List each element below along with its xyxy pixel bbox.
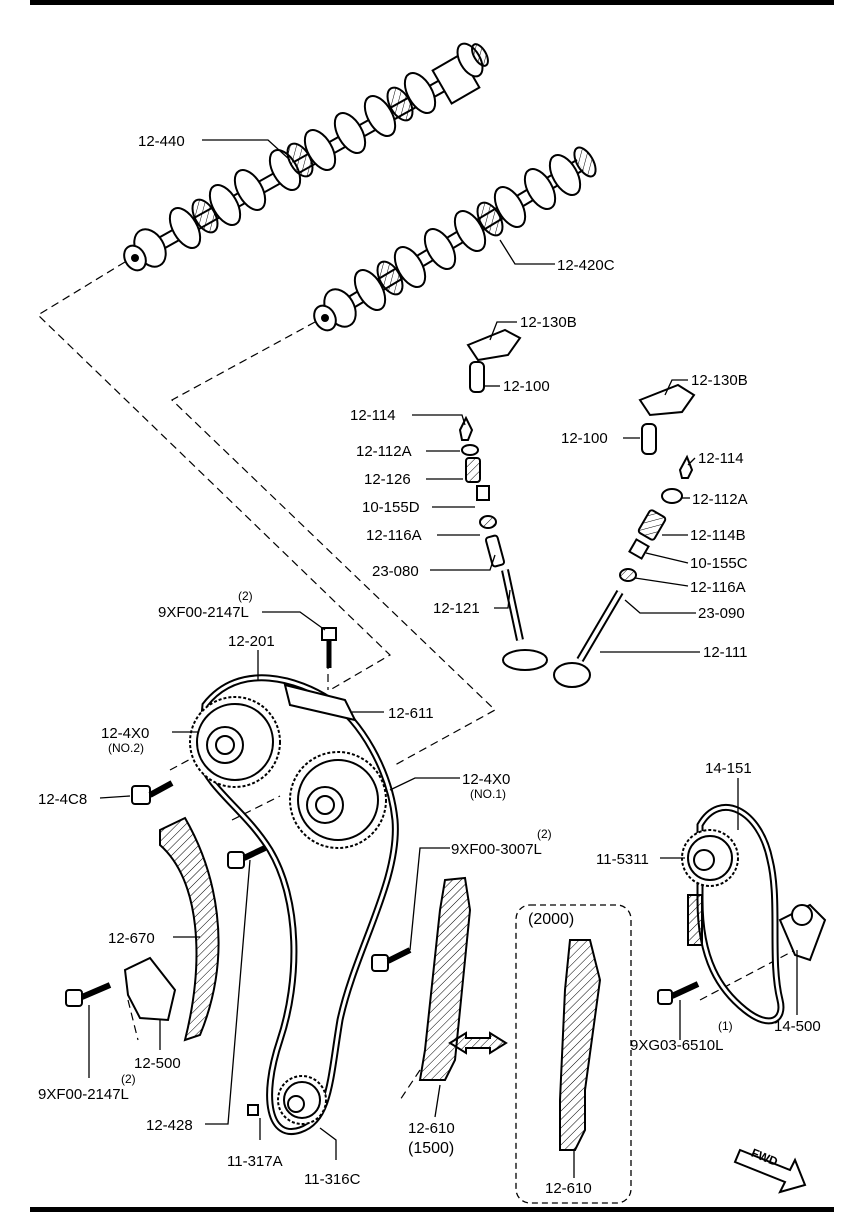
label-23-090: 23-090 <box>698 605 745 622</box>
label-9xf00-2147l-bot-qty: (2) <box>121 1072 136 1086</box>
label-12-116a-a: 12-116A <box>366 527 422 544</box>
label-no1: (NO.1) <box>470 787 506 801</box>
label-12-4x0-no2: 12-4X0 <box>101 725 149 742</box>
label-11-317a: 11-317A <box>227 1153 283 1170</box>
label-23-080: 23-080 <box>372 563 419 580</box>
camshaft-12-420c-drawing <box>313 146 597 332</box>
label-12-114-a: 12-114 <box>350 407 396 424</box>
label-9xf00-2147l-bot: 9XF00-2147L <box>38 1086 129 1103</box>
bottom-border <box>30 1207 834 1212</box>
label-9xg03-6510l-qty: (1) <box>718 1019 733 1033</box>
variant-2000-box <box>515 904 632 1204</box>
label-10-155c: 10-155C <box>690 555 748 572</box>
label-12-100-b: 12-100 <box>561 430 608 447</box>
label-2000: (2000) <box>528 911 574 928</box>
valvetrain-right-drawing <box>553 383 696 688</box>
leader-lines <box>88 139 798 1178</box>
fwd-arrow: FWD <box>733 1146 807 1194</box>
label-12-4c8: 12-4C8 <box>38 791 87 808</box>
label-12-112a-b: 12-112A <box>692 491 748 508</box>
label-12-130b-b: 12-130B <box>691 372 748 389</box>
label-12-112a-a: 12-112A <box>356 443 412 460</box>
label-12-500: 12-500 <box>134 1055 181 1072</box>
label-12-611: 12-611 <box>388 705 434 722</box>
label-12-116a-b: 12-116A <box>690 579 746 596</box>
label-12-114-b: 12-114 <box>698 450 744 467</box>
label-9xf00-2147l-top-qty: (2) <box>238 589 253 603</box>
label-12-111: 12-111 <box>703 644 747 661</box>
label-11-316c: 11-316C <box>304 1171 361 1188</box>
label-12-610-b: 12-610 <box>545 1180 592 1197</box>
valvetrain-left-drawing <box>458 328 548 671</box>
label-12-201: 12-201 <box>228 633 275 650</box>
label-12-4x0-no1: 12-4X0 <box>462 771 510 788</box>
label-10-155d: 10-155D <box>362 499 420 516</box>
label-9xf00-3007l: 9XF00-3007L <box>451 841 542 858</box>
label-9xg03-6510l: 9XG03-6510L <box>630 1037 723 1054</box>
label-no2: (NO.2) <box>108 741 144 755</box>
timing-drive-drawing <box>65 627 508 1135</box>
label-11-5311: 11-5311 <box>596 851 649 868</box>
label-9xf00-2147l-top: 9XF00-2147L <box>158 604 249 621</box>
camshaft-12-440-drawing <box>123 42 489 272</box>
label-12-610-a: 12-610 <box>408 1120 455 1137</box>
alignment-lines <box>37 261 796 1101</box>
label-14-500: 14-500 <box>774 1018 821 1035</box>
label-12-440: 12-440 <box>138 133 185 150</box>
label-12-130b-a: 12-130B <box>520 314 577 331</box>
label-12-670: 12-670 <box>108 930 155 947</box>
label-12-100-a: 12-100 <box>503 378 550 395</box>
label-12-428: 12-428 <box>146 1117 193 1134</box>
label-9xf00-3007l-qty: (2) <box>537 827 552 841</box>
part-labels: 12-440 12-420C 12-130B 12-100 12-130B 12… <box>38 133 821 1197</box>
label-12-121: 12-121 <box>433 600 480 617</box>
label-12-126: 12-126 <box>364 471 411 488</box>
label-14-151: 14-151 <box>705 760 752 777</box>
top-border <box>30 0 834 5</box>
label-12-114b: 12-114B <box>690 527 746 544</box>
oil-pump-drive-drawing <box>657 803 827 1025</box>
label-1500: (1500) <box>408 1140 454 1157</box>
label-12-420c: 12-420C <box>557 257 615 274</box>
